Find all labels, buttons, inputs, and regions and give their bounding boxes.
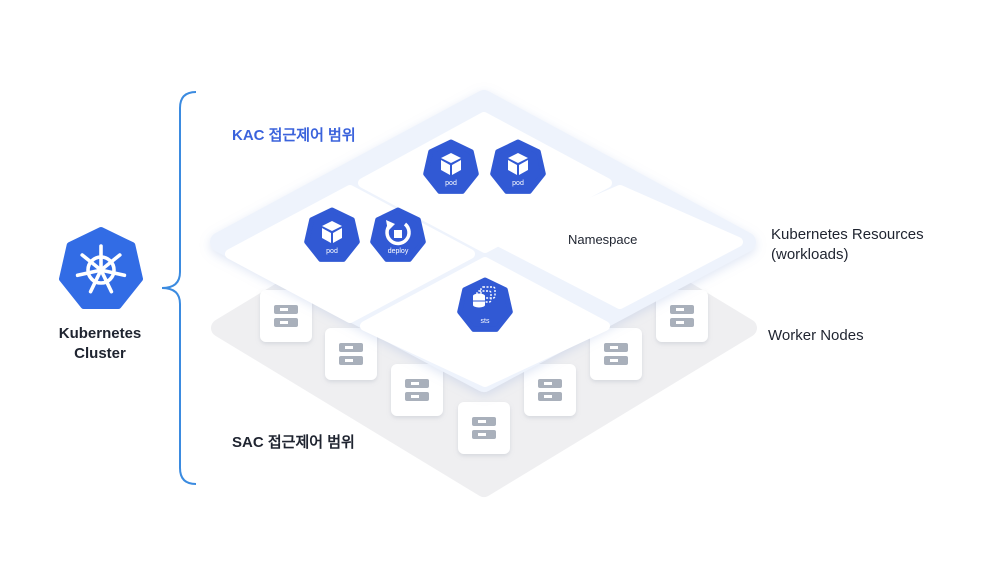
- sac-scope-label: SAC 접근제어 범위: [232, 434, 355, 451]
- server-icon: [656, 290, 708, 342]
- pod-icon-3-label: pod: [326, 248, 338, 255]
- server-icon: [458, 402, 510, 454]
- cluster-title-line1: Kubernetes: [58, 325, 142, 342]
- pod-icon-1-label: pod: [445, 180, 457, 187]
- kubernetes-logo: [59, 227, 143, 309]
- server-icon: [590, 328, 642, 380]
- pod-icon-2: pod: [490, 139, 546, 194]
- server-icon: [325, 328, 377, 380]
- namespace-label: Namespace: [568, 232, 638, 247]
- cluster-bracket: [161, 91, 197, 485]
- kubernetes-resources-label: Kubernetes Resources (workloads): [771, 225, 924, 265]
- pod-icon-2-label: pod: [512, 180, 524, 187]
- cluster-title: Kubernetes Cluster: [20, 324, 180, 364]
- cluster-title-line2: Cluster: [74, 345, 126, 362]
- server-icon: [391, 364, 443, 416]
- resources-line2: (workloads): [771, 246, 849, 263]
- server-icons: [260, 290, 708, 454]
- sts-icon-label: sts: [481, 318, 490, 325]
- worker-nodes-label: Worker Nodes: [768, 327, 864, 344]
- sts-icon: sts: [457, 277, 513, 332]
- server-icon: [260, 290, 312, 342]
- server-icon: [524, 364, 576, 416]
- deploy-icon-label: deploy: [388, 248, 409, 255]
- resource-icons: pod pod pod deploy sts: [304, 139, 546, 332]
- tile-right: [495, 185, 743, 309]
- helm-wheel-icon: [75, 244, 127, 294]
- tile-top: [358, 112, 612, 253]
- pod-icon-3: pod: [304, 207, 360, 262]
- resources-line1: Kubernetes Resources: [771, 226, 924, 243]
- kac-scope-label: KAC 접근제어 범위: [232, 127, 356, 144]
- deploy-icon: deploy: [370, 207, 426, 262]
- pod-icon-1: pod: [423, 139, 479, 194]
